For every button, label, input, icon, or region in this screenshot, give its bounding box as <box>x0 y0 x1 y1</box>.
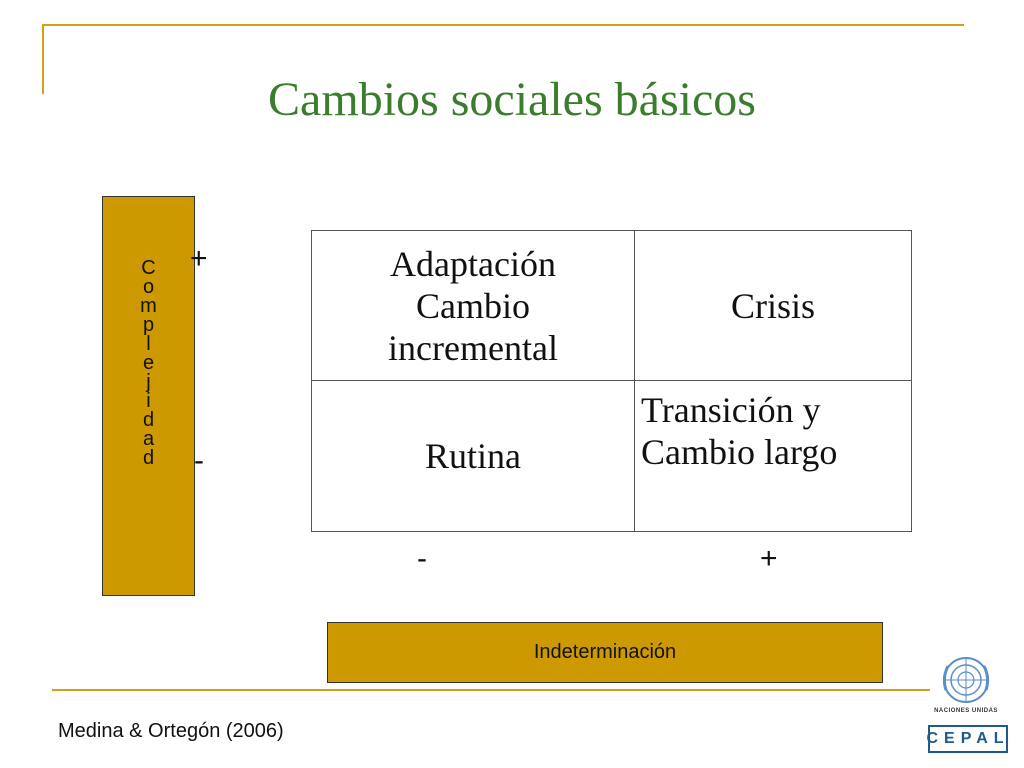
quadrant-top-right: Crisis <box>730 285 816 326</box>
complejidad-axis-box: C o m p l e j i d a d <box>102 196 195 596</box>
left-frame-line <box>42 24 44 94</box>
axis-letter: i <box>146 390 151 412</box>
quadrant-top-left: Adaptación Cambio incremental <box>388 243 558 368</box>
un-emblem-icon <box>942 657 990 703</box>
footer-divider <box>52 689 930 691</box>
x-axis-plus: + <box>760 542 778 575</box>
top-frame-line <box>42 24 964 26</box>
slide-title: Cambios sociales básicos <box>268 73 756 126</box>
axis-letter: a <box>142 428 155 450</box>
quadrant-matrix <box>311 230 912 532</box>
axis-letter: m <box>140 295 157 317</box>
y-axis-minus: - <box>194 444 204 477</box>
quadrant-bottom-left: Rutina <box>425 436 521 476</box>
x-axis-minus: - <box>417 542 427 575</box>
axis-letter: o <box>142 276 155 298</box>
axis-letter: e <box>142 352 155 374</box>
un-label: NACIONES UNIDAS <box>934 708 998 714</box>
axis-letter: l <box>146 333 151 355</box>
axis-letter: C <box>141 257 156 279</box>
quadrant-bottom-right: Transición y Cambio largo <box>641 390 838 472</box>
indeterminacion-axis-box: Indeterminación <box>327 622 883 683</box>
matrix-vertical-divider <box>634 230 635 532</box>
cepal-logo: CEPAL <box>926 725 1008 753</box>
axis-letter: j <box>146 371 151 393</box>
axis-letter: p <box>142 314 155 336</box>
indeterminacion-axis-label: Indeterminación <box>533 641 677 663</box>
y-axis-plus: + <box>190 242 208 275</box>
axis-letter: d <box>142 409 155 431</box>
complejidad-axis-label: C o m p l e j i d a d <box>103 257 194 469</box>
source-citation: Medina & Ortegón (2006) <box>58 720 284 742</box>
matrix-horizontal-divider <box>311 380 912 381</box>
axis-letter: d <box>142 447 155 469</box>
